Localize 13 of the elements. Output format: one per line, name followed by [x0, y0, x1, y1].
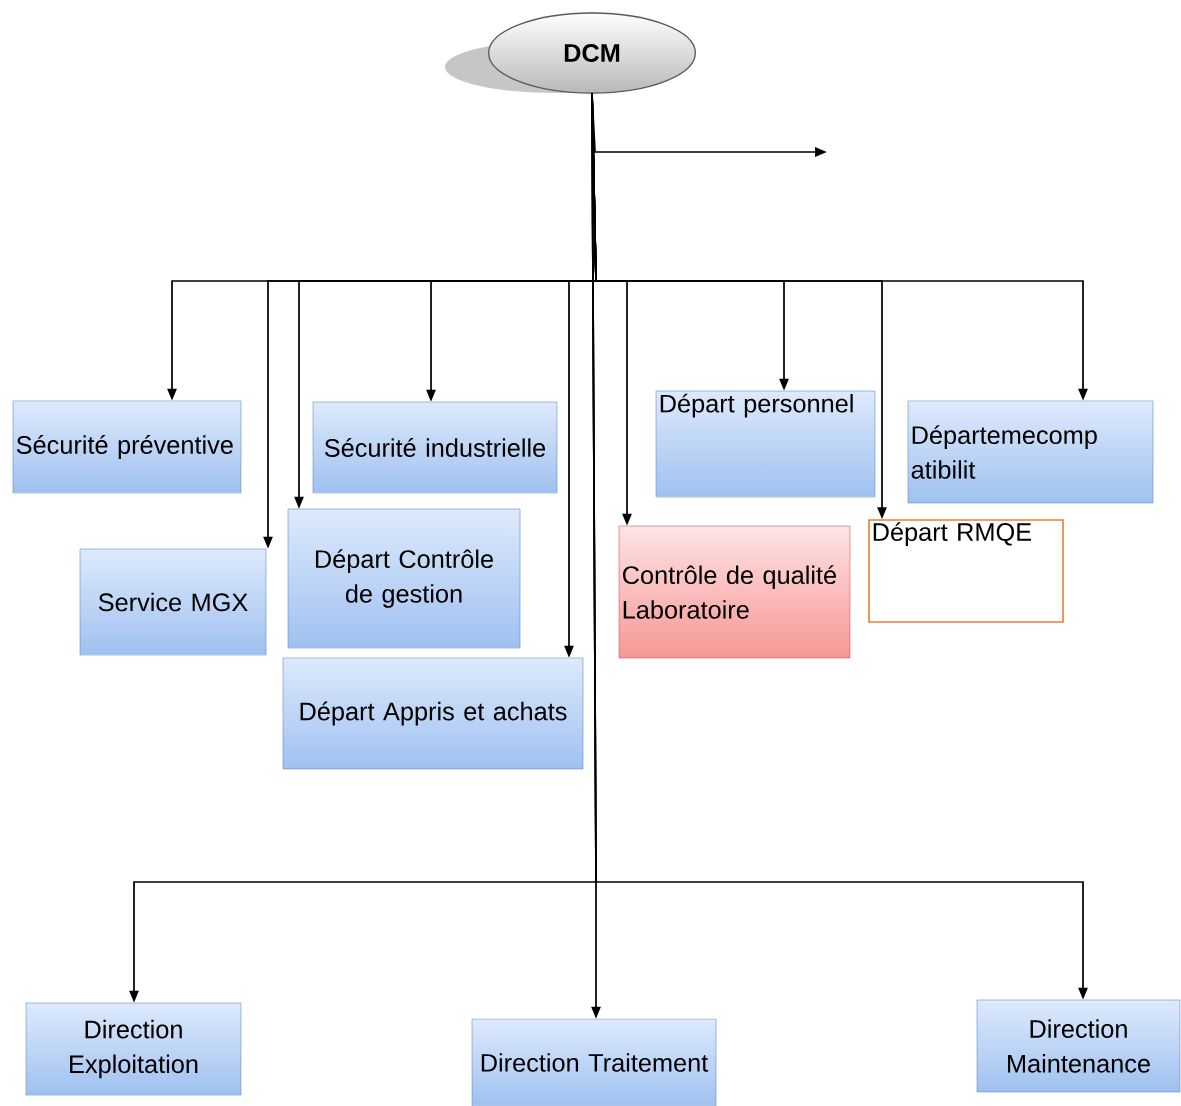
- box: Contrôle de qualité Laboratoire: [618, 525, 851, 659]
- box: Direction Maintenance: [976, 999, 1181, 1093]
- box: Départ Contrôle de gestion: [287, 508, 521, 649]
- box: Direction Traitement: [471, 1018, 717, 1106]
- box: Départ Appris et achats: [282, 657, 584, 770]
- box: Sécurité préventive: [12, 400, 242, 494]
- box: Départ RMQE: [868, 519, 1064, 623]
- box: Départ personnel: [655, 390, 876, 498]
- box: Direction Exploitation: [25, 1002, 242, 1096]
- ellipse-node: DCM: [488, 12, 696, 94]
- box: Sécurité industrielle: [312, 401, 558, 494]
- box: Départemecomp atibilit: [907, 400, 1154, 504]
- box: Service MGX: [79, 548, 267, 656]
